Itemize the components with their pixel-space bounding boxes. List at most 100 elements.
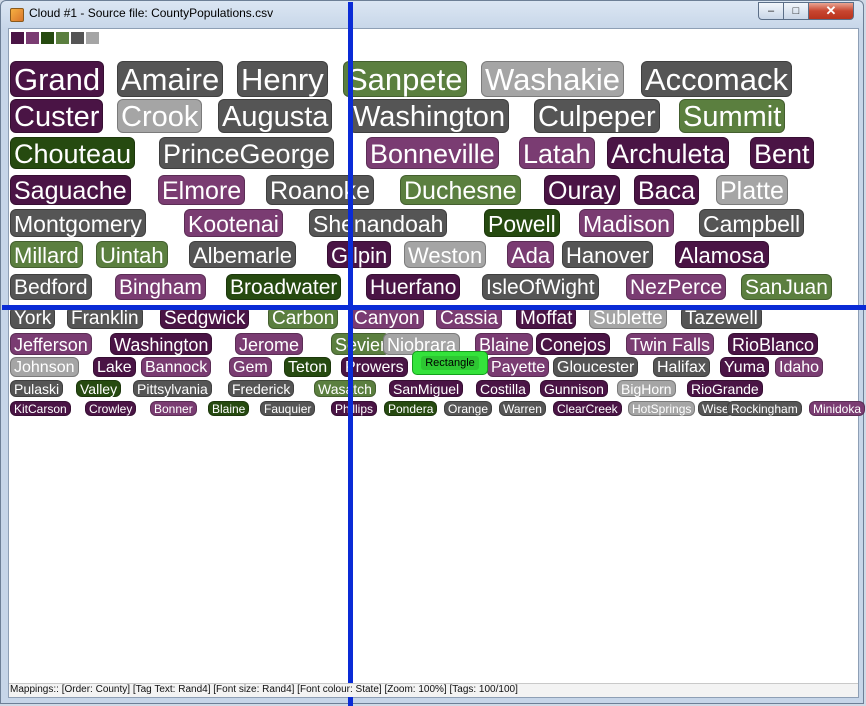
tag-bedford[interactable]: Bedford — [10, 274, 92, 300]
tag-washakie[interactable]: Washakie — [481, 61, 624, 97]
tag-huerfano[interactable]: Huerfano — [366, 274, 461, 300]
tag-johnson[interactable]: Johnson — [10, 357, 79, 377]
tag-rockingham[interactable]: Rockingham — [727, 401, 802, 416]
tag-teton[interactable]: Teton — [284, 357, 332, 377]
tag-pittsylvania[interactable]: Pittsylvania — [133, 380, 212, 397]
tag-wasatch[interactable]: Wasatch — [314, 380, 376, 397]
tag-montgomery[interactable]: Montgomery — [10, 209, 146, 237]
tag-valley[interactable]: Valley — [76, 380, 122, 397]
tag-fauquier[interactable]: Fauquier — [260, 401, 316, 416]
tag-idaho[interactable]: Idaho — [775, 357, 824, 377]
tag-hotsprings[interactable]: HotSprings — [628, 401, 696, 416]
tag-payette[interactable]: Payette — [487, 357, 550, 377]
tag-phillips[interactable]: Phillips — [331, 401, 378, 416]
tag-niobrara[interactable]: Niobrara — [383, 333, 461, 355]
tag-tazewell[interactable]: Tazewell — [681, 306, 762, 329]
tag-york[interactable]: York — [10, 306, 56, 329]
tag-sanjuan[interactable]: SanJuan — [741, 274, 832, 300]
tag-albemarle[interactable]: Albemarle — [189, 241, 297, 268]
tag-hanover[interactable]: Hanover — [562, 241, 654, 268]
tag-ouray[interactable]: Ouray — [544, 175, 621, 205]
tag-yuma[interactable]: Yuma — [720, 357, 769, 377]
tag-shenandoah[interactable]: Shenandoah — [309, 209, 448, 237]
tag-campbell[interactable]: Campbell — [699, 209, 805, 237]
tag-platte[interactable]: Platte — [716, 175, 788, 205]
tag-bent[interactable]: Bent — [750, 137, 814, 169]
tag-twin-falls[interactable]: Twin Falls — [626, 333, 715, 355]
tag-millard[interactable]: Millard — [10, 241, 83, 268]
title-bar[interactable]: Cloud #1 - Source file: CountyPopulation… — [1, 1, 865, 27]
tag-sanpete[interactable]: Sanpete — [343, 61, 467, 97]
tag-bonner[interactable]: Bonner — [150, 401, 197, 416]
tag-saguache[interactable]: Saguache — [10, 175, 131, 205]
tag-blaine[interactable]: Blaine — [208, 401, 250, 416]
tag-prowers[interactable]: Prowers — [341, 357, 408, 377]
tag-uintah[interactable]: Uintah — [96, 241, 168, 268]
tag-elmore[interactable]: Elmore — [158, 175, 246, 205]
tag-baca[interactable]: Baca — [634, 175, 699, 205]
tag-latah[interactable]: Latah — [519, 137, 595, 169]
minimize-button[interactable]: – — [758, 2, 784, 20]
tag-clearcreek[interactable]: ClearCreek — [553, 401, 622, 416]
tag-sanmiguel[interactable]: SanMiguel — [389, 380, 464, 397]
tag-canyon[interactable]: Canyon — [350, 306, 424, 329]
tag-kootenai[interactable]: Kootenai — [184, 209, 283, 237]
tag-lake[interactable]: Lake — [93, 357, 136, 377]
tag-bannock[interactable]: Bannock — [141, 357, 212, 377]
tag-accomack[interactable]: Accomack — [641, 61, 792, 97]
tag-gilpin[interactable]: Gilpin — [327, 241, 392, 268]
tag-sublette[interactable]: Sublette — [589, 306, 667, 329]
tag-gloucester[interactable]: Gloucester — [553, 357, 639, 377]
tag-wise[interactable]: Wise — [698, 401, 733, 416]
tag-jerome[interactable]: Jerome — [235, 333, 304, 355]
tag-ada[interactable]: Ada — [507, 241, 555, 268]
tag-madison[interactable]: Madison — [579, 209, 674, 237]
tag-gem[interactable]: Gem — [229, 357, 272, 377]
tag-broadwater[interactable]: Broadwater — [226, 274, 342, 300]
tag-halifax[interactable]: Halifax — [653, 357, 710, 377]
tag-chouteau[interactable]: Chouteau — [10, 137, 136, 169]
tag-duchesne[interactable]: Duchesne — [400, 175, 521, 205]
tag-archuleta[interactable]: Archuleta — [607, 137, 730, 169]
tag-augusta[interactable]: Augusta — [218, 99, 333, 133]
tag-kitcarson[interactable]: KitCarson — [10, 401, 71, 416]
tag-grand[interactable]: Grand — [10, 61, 105, 97]
close-button[interactable]: ✕ — [808, 2, 854, 20]
tag-alamosa[interactable]: Alamosa — [675, 241, 769, 268]
tag-nezperce[interactable]: NezPerce — [626, 274, 727, 300]
tag-crook[interactable]: Crook — [117, 99, 203, 133]
tag-pulaski[interactable]: Pulaski — [10, 380, 64, 397]
tag-sedgwick[interactable]: Sedgwick — [160, 306, 250, 329]
tag-costilla[interactable]: Costilla — [476, 380, 530, 397]
tag-sevier[interactable]: Sevier — [331, 333, 391, 355]
tag-weston[interactable]: Weston — [404, 241, 487, 268]
tag-bighorn[interactable]: BigHorn — [617, 380, 676, 397]
tag-rioblanco[interactable]: RioBlanco — [728, 333, 819, 355]
tag-powell[interactable]: Powell — [484, 209, 560, 237]
tag-roanoke[interactable]: Roanoke — [266, 175, 375, 205]
tag-jefferson[interactable]: Jefferson — [10, 333, 92, 355]
tag-bonneville[interactable]: Bonneville — [366, 137, 499, 169]
tag-culpeper[interactable]: Culpeper — [534, 99, 660, 133]
tag-crowley[interactable]: Crowley — [85, 401, 137, 416]
tag-conejos[interactable]: Conejos — [536, 333, 611, 355]
rectangle-selection[interactable]: Rectangle — [412, 351, 488, 375]
tag-custer[interactable]: Custer — [10, 99, 104, 133]
tag-washington[interactable]: Washington — [349, 99, 510, 133]
tag-warren[interactable]: Warren — [499, 401, 546, 416]
tag-blaine[interactable]: Blaine — [475, 333, 534, 355]
tag-bingham[interactable]: Bingham — [115, 274, 206, 300]
tag-washington[interactable]: Washington — [110, 333, 213, 355]
tag-summit[interactable]: Summit — [679, 99, 786, 133]
tag-princegeorge[interactable]: PrinceGeorge — [159, 137, 334, 169]
tag-orange[interactable]: Orange — [444, 401, 493, 416]
tag-pondera[interactable]: Pondera — [384, 401, 438, 416]
tag-minidoka[interactable]: Minidoka — [809, 401, 866, 416]
maximize-button[interactable]: □ — [783, 2, 809, 20]
tag-cassia[interactable]: Cassia — [436, 306, 503, 329]
tag-riogrande[interactable]: RioGrande — [687, 380, 763, 397]
tag-frederick[interactable]: Frederick — [228, 380, 295, 397]
tag-isleofwight[interactable]: IsleOfWight — [482, 274, 599, 300]
